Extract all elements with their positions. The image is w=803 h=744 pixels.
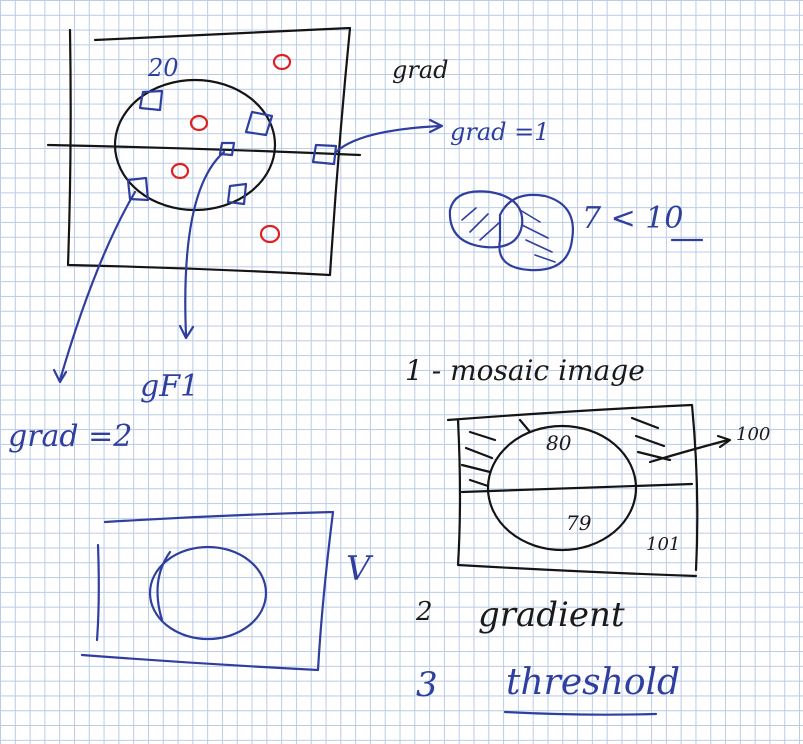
step-3-number: 3 bbox=[416, 665, 438, 705]
blob-right bbox=[498, 193, 574, 272]
marker-circle-3 bbox=[170, 162, 190, 180]
step-3-underline bbox=[503, 710, 658, 716]
marker-square-5 bbox=[126, 176, 150, 202]
mosaic-frame bbox=[446, 403, 699, 578]
region-circle bbox=[113, 78, 277, 212]
top-left-sketch: 20 bbox=[46, 26, 444, 384]
label-grad-eq-2: grad =2 bbox=[8, 419, 132, 454]
blob-hatching bbox=[461, 207, 556, 263]
bottom-frame bbox=[80, 510, 335, 672]
marker-circle-2 bbox=[189, 114, 209, 132]
label-grad-eq-1: grad =1 bbox=[450, 118, 550, 146]
marker-square-4 bbox=[311, 143, 338, 166]
arrow-to-100 bbox=[648, 434, 732, 464]
step-3-text: threshold bbox=[506, 662, 680, 703]
mosaic-axis bbox=[460, 482, 694, 494]
marker-square-1 bbox=[138, 89, 164, 112]
label-v: V bbox=[346, 549, 374, 589]
arrow-to-grad-1 bbox=[334, 118, 444, 154]
mosaic-circle bbox=[486, 424, 638, 552]
label-seven-lt-ten: 7 < 10 bbox=[582, 201, 683, 236]
top-right-notes: grad grad =1 7 < 10 bbox=[392, 56, 704, 272]
arrow-to-grad-2 bbox=[52, 190, 137, 384]
label-gf1: gF1 bbox=[140, 369, 199, 404]
label-count-20: 20 bbox=[147, 54, 179, 82]
label-100: 100 bbox=[736, 424, 770, 445]
marker-square-3 bbox=[218, 141, 236, 157]
step-2-number: 2 bbox=[415, 597, 433, 627]
marker-circle-4 bbox=[259, 224, 281, 244]
label-79: 79 bbox=[566, 511, 592, 535]
bottom-circle bbox=[148, 545, 268, 641]
label-80: 80 bbox=[546, 431, 572, 455]
steps-list: 2 gradient 3 threshold bbox=[415, 595, 680, 716]
mosaic-hatching bbox=[460, 416, 672, 488]
inner-arc bbox=[156, 550, 172, 622]
marker-square-2 bbox=[244, 110, 274, 137]
horizontal-axis bbox=[46, 143, 362, 157]
label-101: 101 bbox=[646, 534, 680, 555]
marker-circle-1 bbox=[272, 53, 292, 71]
label-grad: grad bbox=[392, 56, 449, 84]
mosaic-sketch: 1 - mosaic image 80 100 79 101 bbox=[405, 354, 770, 578]
arrow-to-gf1 bbox=[178, 150, 226, 340]
step-2-text: gradient bbox=[478, 595, 625, 635]
label-mosaic: 1 - mosaic image bbox=[405, 354, 645, 387]
image-frame bbox=[66, 26, 352, 277]
middle-left-notes: gF1 grad =2 bbox=[8, 369, 199, 454]
marker-square-6 bbox=[226, 182, 248, 206]
bottom-left-sketch: V bbox=[80, 510, 374, 672]
